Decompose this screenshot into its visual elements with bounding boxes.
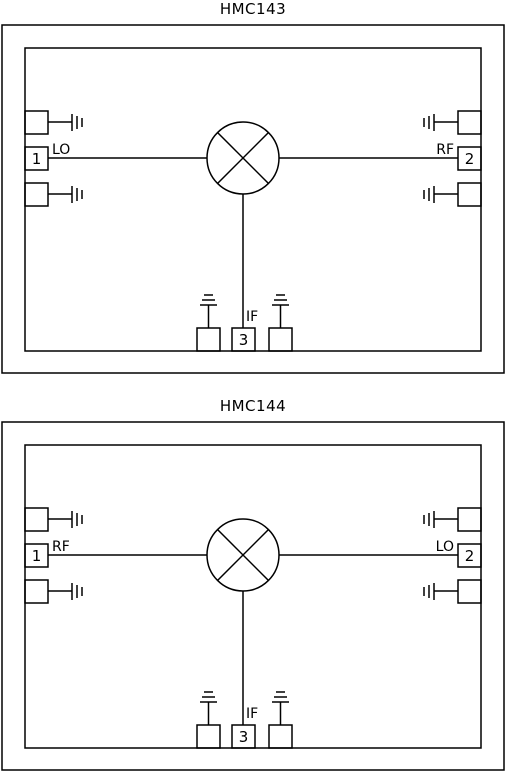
ground-icon xyxy=(200,294,217,306)
diagram-title: HMC143 xyxy=(220,0,286,18)
ground-icon xyxy=(71,583,83,600)
ground-pad xyxy=(24,507,49,532)
port-pad-3 xyxy=(231,327,256,352)
ground-pad xyxy=(196,327,221,352)
port-number: 3 xyxy=(239,331,249,349)
ground-icon xyxy=(200,691,217,703)
ground-pad xyxy=(24,182,49,207)
mixer-icon xyxy=(206,518,280,592)
port-label: RF xyxy=(436,142,454,158)
diagram-title: HMC144 xyxy=(220,397,286,415)
port-number: 2 xyxy=(465,150,475,168)
port-number: 3 xyxy=(239,728,249,746)
ground-pad xyxy=(268,327,293,352)
die-outline xyxy=(24,47,482,352)
port-label: LO xyxy=(52,142,70,158)
mixer-icon xyxy=(206,121,280,195)
ground-icon xyxy=(71,186,83,203)
ground-icon xyxy=(272,294,289,306)
ground-icon xyxy=(423,114,435,131)
ground-pad xyxy=(457,579,482,604)
ground-pad xyxy=(457,182,482,207)
ground-pad xyxy=(24,110,49,135)
port-label: IF xyxy=(246,309,258,325)
die-outline xyxy=(24,444,482,749)
ground-pad xyxy=(457,507,482,532)
package-outline xyxy=(1,421,505,771)
ground-pad xyxy=(24,579,49,604)
diagram-hmc143: HMC143 1 LO xyxy=(1,0,505,374)
ground-icon xyxy=(71,114,83,131)
port-number: 1 xyxy=(32,150,42,168)
ground-icon xyxy=(423,186,435,203)
diagram-hmc144: HMC144 1 RF xyxy=(1,397,505,771)
ground-pad xyxy=(268,724,293,749)
port-pad-3 xyxy=(231,724,256,749)
ground-icon xyxy=(71,511,83,528)
ground-icon xyxy=(272,691,289,703)
port-label: IF xyxy=(246,706,258,722)
port-label: LO xyxy=(436,539,454,555)
port-label: RF xyxy=(52,539,70,555)
port-number: 1 xyxy=(32,547,42,565)
ground-icon xyxy=(423,583,435,600)
port-number: 2 xyxy=(465,547,475,565)
package-outline xyxy=(1,24,505,374)
ground-pad xyxy=(457,110,482,135)
ground-pad xyxy=(196,724,221,749)
ground-icon xyxy=(423,511,435,528)
